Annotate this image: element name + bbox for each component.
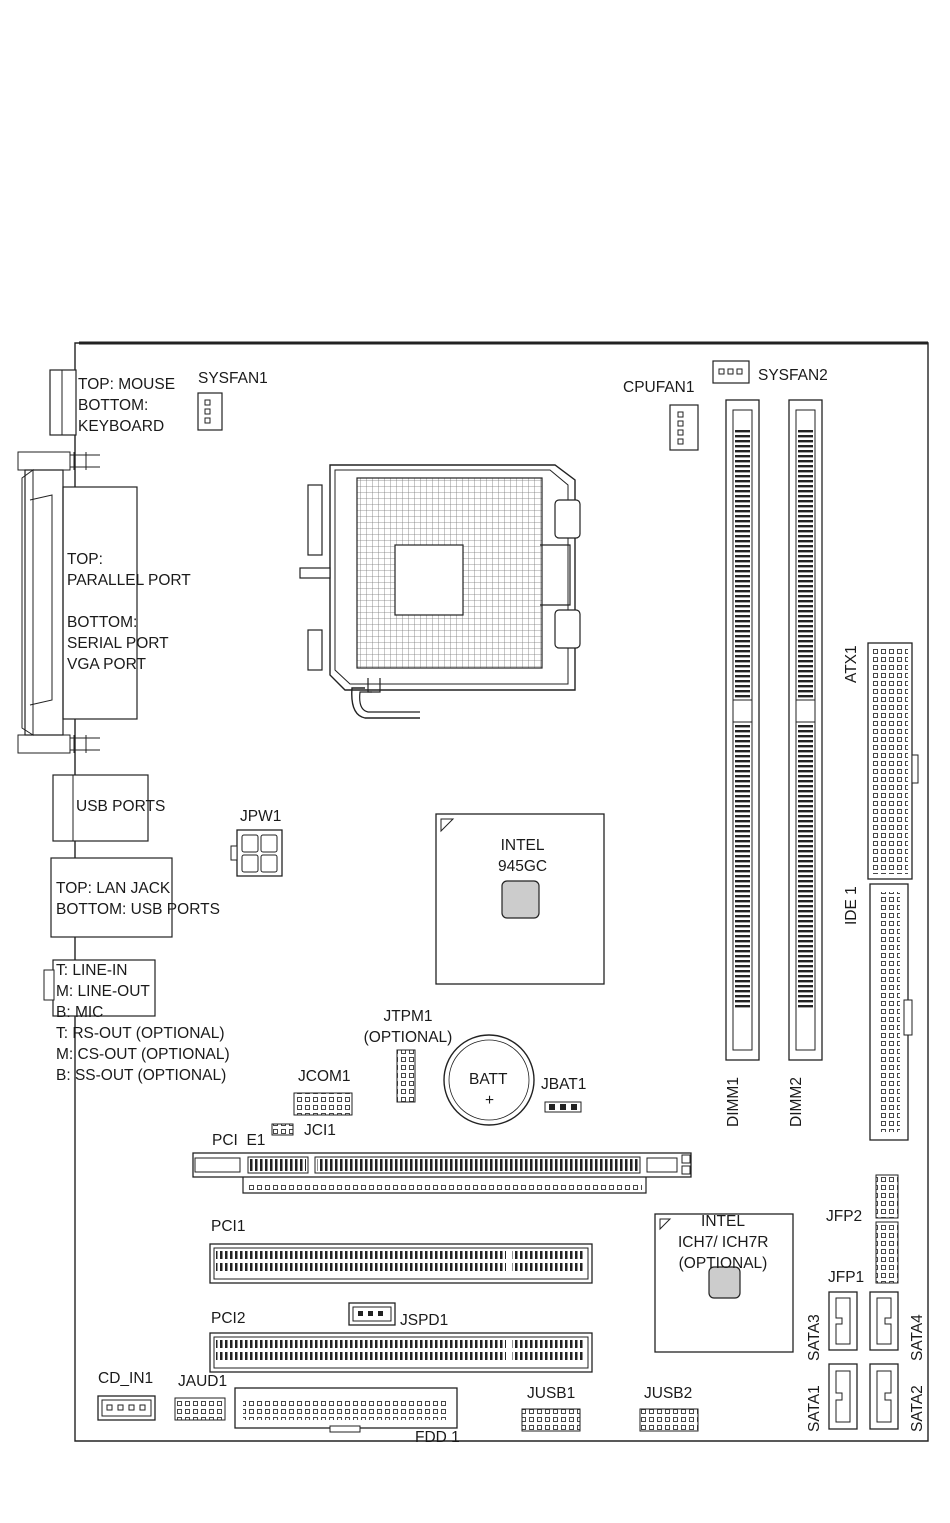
jusb2-label: JUSB2 (644, 1385, 693, 1402)
jcom1-label: JCOM1 (298, 1068, 351, 1085)
northbridge-line: 945GC (498, 858, 548, 875)
audio-line: M: LINE-OUT (56, 983, 150, 1000)
lan-line: TOP: LAN JACK (56, 880, 171, 897)
dimm2-label: DIMM2 (788, 1077, 805, 1127)
parallel-line (67, 591, 191, 612)
jfp1-label: JFP1 (828, 1269, 865, 1286)
mouse-keyboard-line: BOTTOM: (78, 397, 149, 414)
sata4-label: SATA4 (909, 1314, 926, 1361)
jtpm1-label: JTPM1 (OPTIONAL) (360, 1006, 456, 1048)
northbridge-label: INTEL 945GC (498, 835, 547, 877)
jspd1-header (348, 1302, 396, 1326)
pcie1-label: PCI E1 (212, 1132, 266, 1149)
pci1-label: PCI1 (211, 1218, 246, 1235)
jtpm1-name: JTPM1 (383, 1008, 433, 1025)
southbridge-label: INTEL ICH7/ ICH7R (OPTIONAL) (678, 1211, 768, 1274)
sysfan1-label: SYSFAN1 (198, 370, 268, 387)
board-outline (74, 341, 929, 1442)
fdd1-connector (234, 1387, 458, 1433)
parallel-line: SERIAL PORT (67, 635, 169, 652)
cd-in1-label: CD_IN1 (98, 1370, 154, 1387)
lan-jack-label: TOP: LAN JACK BOTTOM: USB PORTS (56, 878, 220, 920)
jci1-label: JCI1 (304, 1122, 336, 1139)
parallel-line: PARALLEL PORT (67, 572, 191, 589)
southbridge-line: ICH7/ ICH7R (678, 1234, 769, 1251)
northbridge-line: INTEL (500, 837, 545, 854)
dimm2-slot (788, 399, 823, 1061)
southbridge-line: (OPTIONAL) (678, 1255, 768, 1272)
pci2-slot (209, 1332, 593, 1373)
pcie1-slot (192, 1152, 692, 1194)
audio-line: M: CS-OUT (OPTIONAL) (56, 1046, 230, 1063)
jbat1-label: JBAT1 (541, 1076, 587, 1093)
mouse-keyboard-port (49, 369, 77, 436)
mouse-keyboard-line: TOP: MOUSE (78, 376, 176, 393)
jpw1-connector (230, 829, 283, 877)
jtpm1-header (396, 1049, 416, 1103)
pci2-label: PCI2 (211, 1310, 246, 1327)
lan-line: BOTTOM: USB PORTS (56, 901, 220, 918)
ide1-label: IDE 1 (843, 886, 860, 925)
battery (443, 1034, 535, 1126)
audio-jack-label: T: LINE-IN M: LINE-OUT B: MIC T: RS-OUT … (56, 960, 230, 1086)
fdd1-label: FDD 1 (415, 1429, 460, 1446)
usb-port-stack (52, 774, 149, 842)
parallel-serial-vga-port (17, 451, 138, 754)
sata3-label: SATA3 (806, 1314, 823, 1361)
jbat1-jumper (544, 1101, 582, 1113)
sata4-connector (869, 1291, 899, 1351)
sata2-label: SATA2 (909, 1385, 926, 1432)
parallel-line: BOTTOM: (67, 614, 138, 631)
parallel-port-label: TOP: PARALLEL PORT BOTTOM: SERIAL PORT V… (67, 549, 191, 675)
jusb2-header (639, 1408, 699, 1432)
audio-line: B: MIC (56, 1004, 104, 1021)
sata2-connector (869, 1363, 899, 1430)
jfp1-header (875, 1221, 899, 1284)
atx1-label: ATX1 (843, 645, 860, 683)
jfp2-label: JFP2 (826, 1208, 863, 1225)
dimm1-label: DIMM1 (725, 1077, 742, 1127)
sysfan2-label: SYSFAN2 (758, 367, 828, 384)
jcom1-header (293, 1092, 353, 1116)
mouse-keyboard-line: KEYBOARD (78, 418, 165, 435)
mouse-keyboard-label: TOP: MOUSE BOTTOM: KEYBOARD (78, 374, 175, 437)
cpu-socket (299, 464, 581, 719)
audio-line: B: SS-OUT (OPTIONAL) (56, 1067, 227, 1084)
jci1-header (271, 1123, 294, 1136)
batt-plus-label: + (485, 1092, 495, 1109)
batt-label: BATT (469, 1071, 508, 1088)
sata1-connector (828, 1363, 858, 1430)
audio-jack-stack (43, 959, 156, 1017)
jpw1-label: JPW1 (240, 808, 282, 825)
pci1-slot (209, 1243, 593, 1284)
jtpm1-note: (OPTIONAL) (363, 1029, 453, 1046)
audio-line: T: LINE-IN (56, 962, 128, 979)
cd-in1-connector (97, 1395, 156, 1421)
southbridge-line: INTEL (701, 1213, 745, 1230)
sysfan1-header (197, 392, 223, 431)
jspd1-label: JSPD1 (400, 1312, 449, 1329)
sata3-connector (828, 1291, 858, 1351)
lan-usb-port-stack (50, 857, 173, 938)
jusb1-header (521, 1408, 581, 1432)
jfp2-header (875, 1174, 899, 1219)
sata1-label: SATA1 (806, 1385, 823, 1432)
southbridge-chip (654, 1213, 794, 1353)
usb-ports-label: USB PORTS (76, 798, 166, 815)
sysfan2-header (712, 360, 750, 384)
jaud1-label: JAUD1 (178, 1373, 228, 1390)
northbridge-chip (435, 813, 605, 985)
cpufan1-header (669, 404, 699, 451)
dimm1-slot (725, 399, 760, 1061)
parallel-line: VGA PORT (67, 656, 146, 673)
audio-line: T: RS-OUT (OPTIONAL) (56, 1025, 225, 1042)
parallel-line: TOP: (67, 551, 103, 568)
atx1-connector (867, 642, 919, 880)
ide1-connector (869, 883, 913, 1141)
jaud1-header (174, 1397, 226, 1421)
cpufan1-label: CPUFAN1 (623, 379, 695, 396)
jusb1-label: JUSB1 (527, 1385, 576, 1402)
